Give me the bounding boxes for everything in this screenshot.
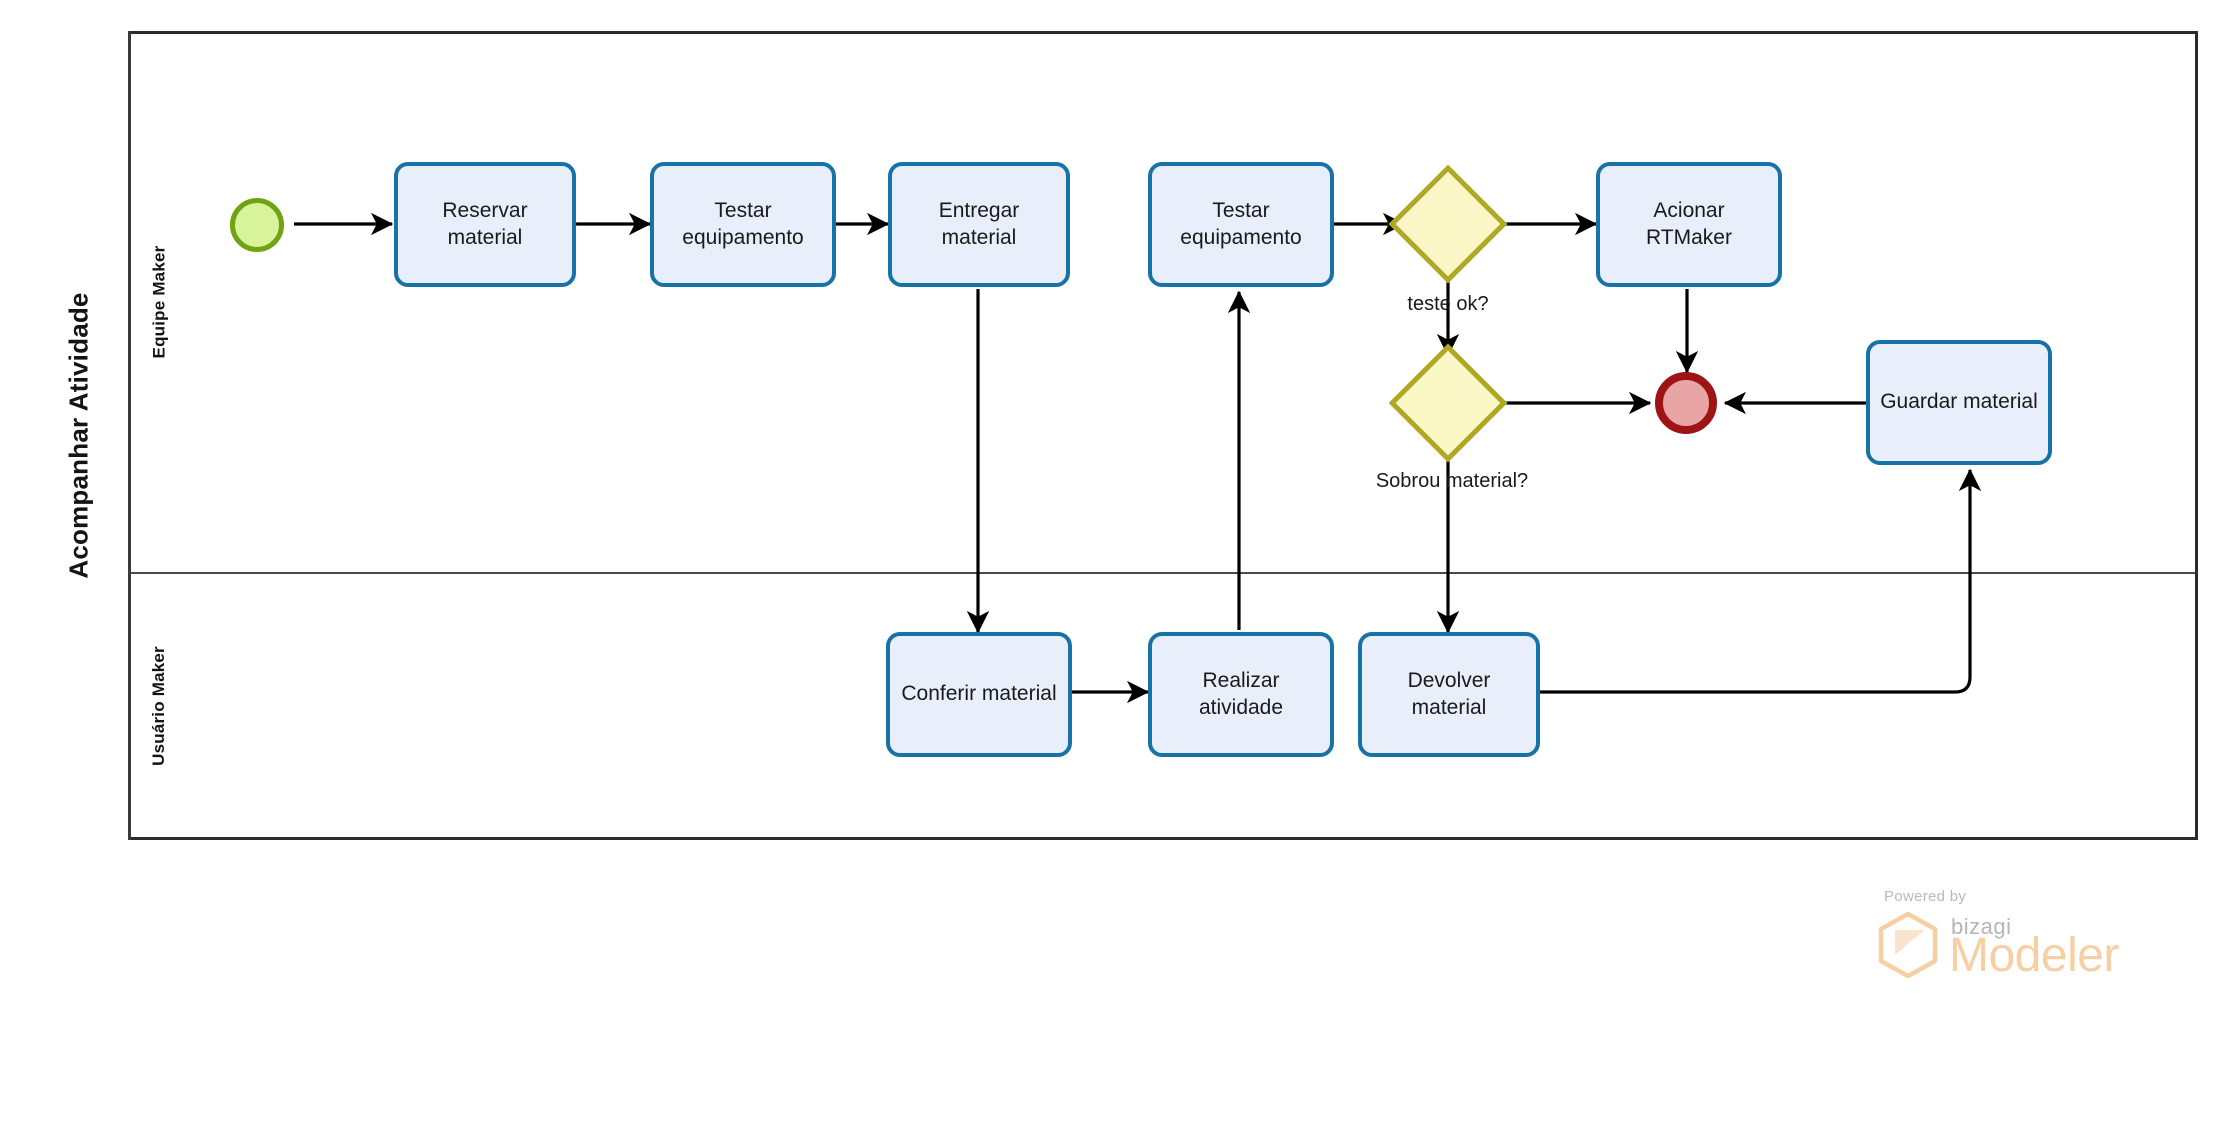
lane-equipe-maker[interactable] [131,31,2195,572]
gateway-sobrou-material[interactable] [1388,343,1508,463]
task-testar-equipamento-2[interactable]: Testar equipamento [1148,162,1334,287]
task-label-line1: Devolver [1407,668,1491,692]
task-label-line1: Conferir material [901,682,1057,706]
task-label-line2: atividade [1198,695,1284,719]
lane-label-usuario-maker: Usuário Maker [149,646,169,766]
task-label-line1: Reservar [442,198,528,222]
gateway-diamond-icon [1388,343,1508,463]
task-reservar-material[interactable]: Reservar material [394,162,576,287]
flow-label-sobrou-material: Sobrou material? [1375,470,1529,492]
task-guardar-material[interactable]: Guardar material [1866,340,2052,465]
watermark-product: Modeler [1949,929,2119,982]
lane-divider [131,572,2195,574]
task-label-line2: equipamento [682,225,804,249]
pool-acompanhar-atividade[interactable] [30,31,2198,840]
task-label-line2: material [1411,695,1487,719]
task-label-line1: Guardar material [1880,390,2038,414]
gateway-diamond-icon [1388,164,1508,284]
start-event[interactable] [230,198,284,252]
lane-header-usuario-maker[interactable]: Usuário Maker [131,573,187,839]
task-label-line1: Entregar [938,198,1020,222]
lane-header-equipe-maker[interactable]: Equipe Maker [131,31,187,572]
task-acionar-rtmaker[interactable]: Acionar RTMaker [1596,162,1782,287]
task-entregar-material[interactable]: Entregar material [888,162,1070,287]
task-label-line1: Testar [714,198,772,222]
task-conferir-material[interactable]: Conferir material [886,632,1072,757]
task-label-line1: Testar [1212,198,1270,222]
pool-title: Acompanhar Atividade [63,292,94,579]
task-devolver-material[interactable]: Devolver material [1358,632,1540,757]
task-label-line1: Acionar RTMaker [1646,198,1732,249]
lane-label-equipe-maker: Equipe Maker [149,245,168,358]
watermark-powered-by: Powered by [1884,888,1967,905]
gateway-teste-ok[interactable] [1388,164,1508,284]
watermark-brand: bizagi [1951,914,2012,939]
pool-header[interactable]: Acompanhar Atividade [30,31,131,840]
task-testar-equipamento-1[interactable]: Testar equipamento [650,162,836,287]
task-realizar-atividade[interactable]: Realizar atividade [1148,632,1334,757]
bizagi-watermark: Powered by bizagi Modeler [1877,888,2147,988]
task-label-line2: equipamento [1180,225,1302,249]
flow-label-teste-ok: teste ok? [1407,293,1489,315]
end-event[interactable] [1655,372,1717,434]
task-label-line2: material [941,225,1017,249]
task-label-line2: material [447,225,523,249]
bizagi-hexagon-logo-icon [1878,912,1938,978]
task-label-line1: Realizar [1202,668,1280,692]
